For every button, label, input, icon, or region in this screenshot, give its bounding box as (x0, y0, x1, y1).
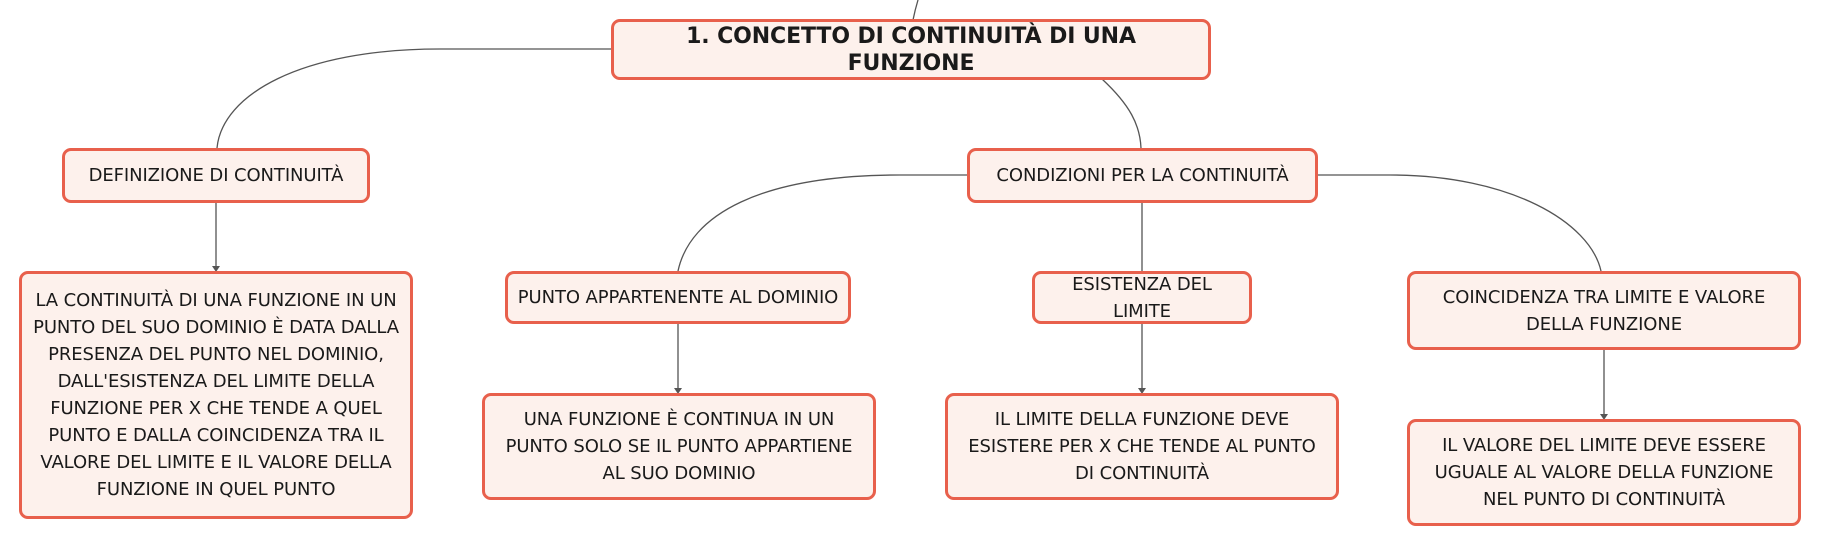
arrow-esistenza-detail (1138, 388, 1146, 394)
connector-parent-root (912, 0, 919, 21)
connector-condizioni-punto (677, 174, 968, 272)
topic-condizioni-label: CONDIZIONI PER LA CONTINUITÀ (996, 165, 1289, 186)
topic-coincidenza[interactable]: COINCIDENZA TRA LIMITE E VALORE DELLA FU… (1407, 271, 1801, 350)
connector-root-condizioni (1101, 78, 1142, 149)
topic-condizioni[interactable]: CONDIZIONI PER LA CONTINUITÀ (967, 148, 1318, 203)
topic-punto-dominio[interactable]: PUNTO APPARTENENTE AL DOMINIO (505, 271, 851, 324)
topic-coincidenza-detail-text: IL VALORE DEL LIMITE DEVE ESSERE UGUALE … (1434, 435, 1774, 510)
connector-root-definizione (216, 48, 612, 149)
arrow-definizione-detail (212, 266, 220, 272)
topic-definizione-detail-text: LA CONTINUITÀ DI UNA FUNZIONE IN UN PUNT… (33, 290, 399, 500)
topic-punto-dominio-detail-text: UNA FUNZIONE È CONTINUA IN UN PUNTO SOLO… (505, 409, 853, 484)
topic-definizione-label: DEFINIZIONE DI CONTINUITÀ (88, 165, 344, 186)
root-topic-label: 1. CONCETTO DI CONTINUITÀ DI UNA FUNZION… (686, 23, 1136, 76)
topic-punto-dominio-label: PUNTO APPARTENENTE AL DOMINIO (517, 287, 839, 308)
topic-esistenza-limite-detail[interactable]: IL LIMITE DELLA FUNZIONE DEVE ESISTERE P… (945, 393, 1339, 500)
topic-definizione[interactable]: DEFINIZIONE DI CONTINUITÀ (62, 148, 370, 203)
topic-esistenza-limite[interactable]: ESISTENZA DEL LIMITE (1032, 271, 1252, 324)
topic-esistenza-limite-label: ESISTENZA DEL LIMITE (1072, 273, 1212, 322)
topic-definizione-detail[interactable]: LA CONTINUITÀ DI UNA FUNZIONE IN UN PUNT… (19, 271, 413, 519)
topic-esistenza-limite-detail-text: IL LIMITE DELLA FUNZIONE DEVE ESISTERE P… (968, 409, 1316, 484)
topic-coincidenza-label: COINCIDENZA TRA LIMITE E VALORE DELLA FU… (1442, 286, 1766, 335)
arrow-punto-detail (674, 388, 682, 394)
arrow-coincidenza-detail (1600, 414, 1608, 420)
root-topic[interactable]: 1. CONCETTO DI CONTINUITÀ DI UNA FUNZION… (611, 19, 1211, 80)
connector-condizioni-coincidenza (1317, 174, 1602, 272)
topic-coincidenza-detail[interactable]: IL VALORE DEL LIMITE DEVE ESSERE UGUALE … (1407, 419, 1801, 526)
topic-punto-dominio-detail[interactable]: UNA FUNZIONE È CONTINUA IN UN PUNTO SOLO… (482, 393, 876, 500)
